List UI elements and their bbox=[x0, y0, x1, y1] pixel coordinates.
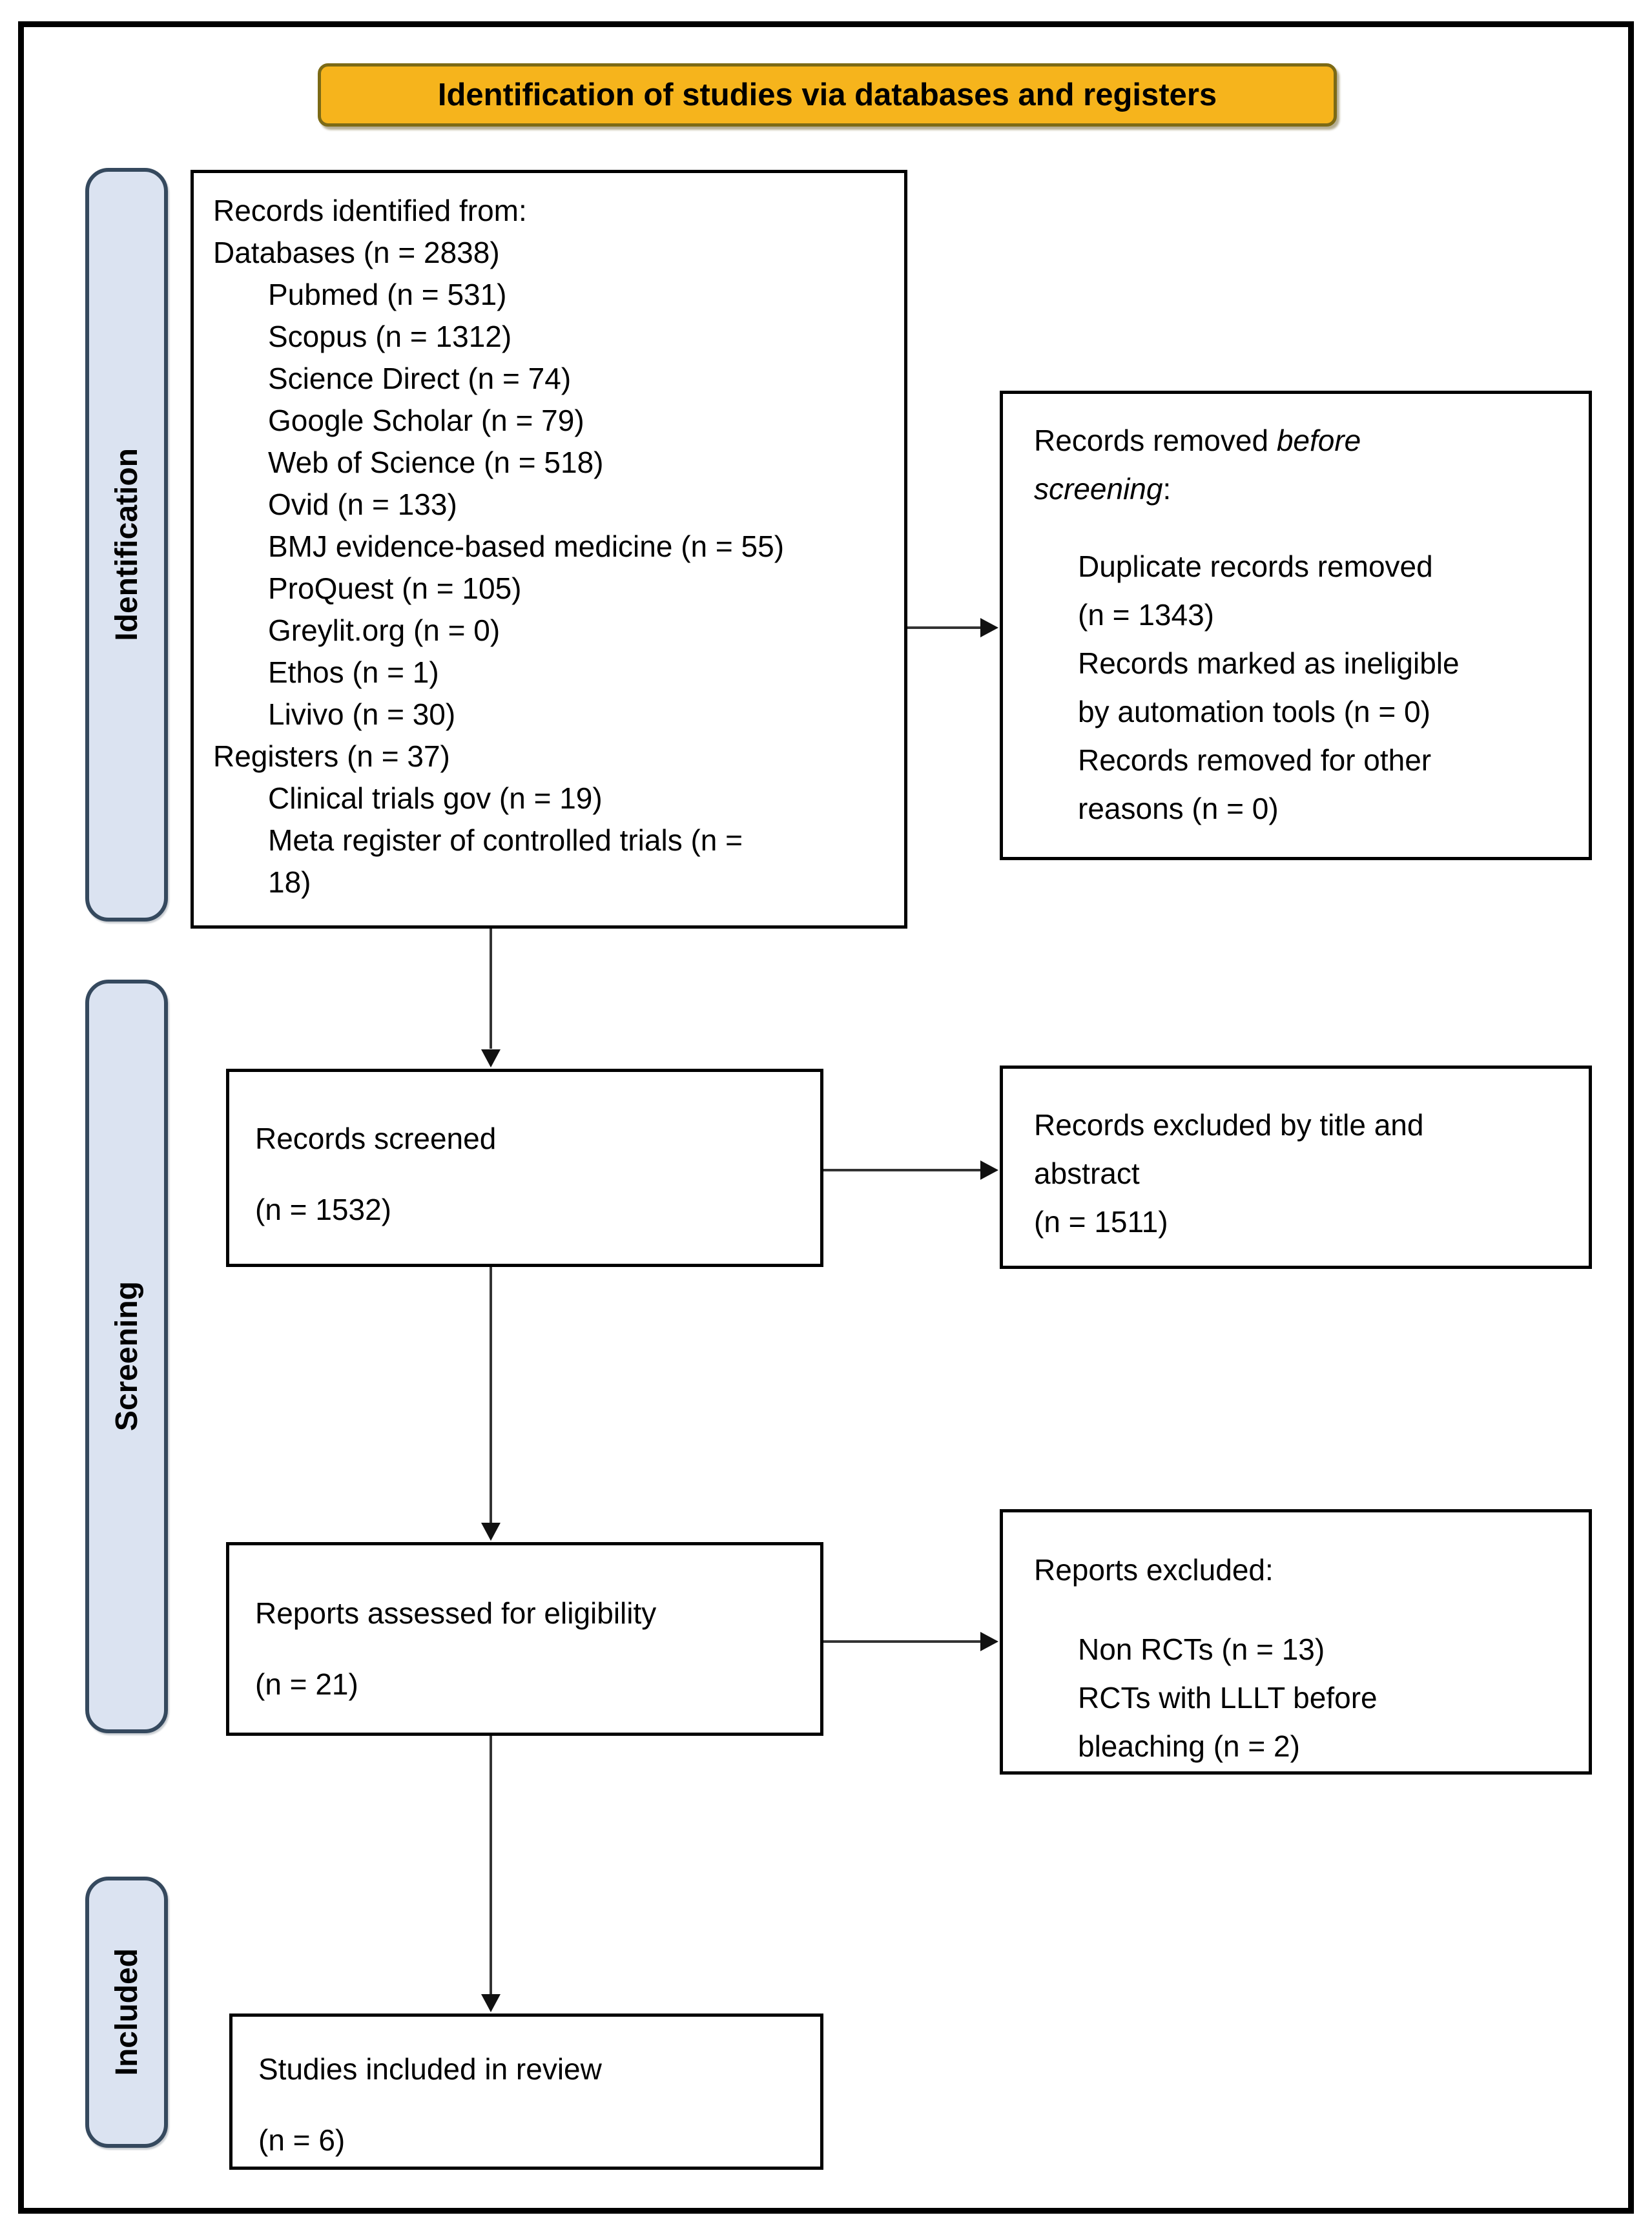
arrow-screened-to-assessed-line bbox=[490, 1267, 492, 1523]
heading-normal-text: Records removed bbox=[1034, 424, 1277, 457]
identified-line: Databases (n = 2838) bbox=[213, 236, 500, 269]
arrow-identified-to-removed-line bbox=[907, 626, 982, 629]
removed-before-item: Records marked as ineligible by automati… bbox=[1078, 646, 1460, 728]
identified-line: Scopus (n = 1312) bbox=[268, 320, 512, 353]
identified-line: Pubmed (n = 531) bbox=[268, 278, 507, 311]
studies-included-count: (n = 6) bbox=[258, 2123, 346, 2157]
arrow-identified-to-screened-line bbox=[490, 929, 492, 1049]
flow-box-studies-included: Studies included in review (n = 6) bbox=[229, 2014, 823, 2170]
identified-line: Records identified from: bbox=[213, 194, 527, 227]
stage-label-identification-text: Identification bbox=[109, 448, 144, 641]
records-excluded-label: Records excluded by title and abstract bbox=[1034, 1108, 1424, 1190]
identified-line: Meta register of controlled trials (n = … bbox=[268, 823, 743, 899]
reports-excluded-heading: Reports excluded: bbox=[1034, 1553, 1274, 1587]
identified-line: ProQuest (n = 105) bbox=[268, 572, 522, 605]
removed-before-item: Records removed for other reasons (n = 0… bbox=[1078, 743, 1432, 825]
reports-assessed-count: (n = 21) bbox=[255, 1667, 358, 1701]
flow-box-reports-excluded: Reports excluded: Non RCTs (n = 13) RCTs… bbox=[1000, 1509, 1592, 1775]
arrow-assessed-to-included-line bbox=[490, 1736, 492, 1995]
identified-line: Web of Science (n = 518) bbox=[268, 446, 604, 479]
flow-box-records-identified: Records identified from: Databases (n = … bbox=[191, 170, 907, 929]
arrow-screened-to-excluded-line bbox=[823, 1169, 980, 1171]
identified-line: Clinical trials gov (n = 19) bbox=[268, 781, 603, 815]
removed-before-item: Duplicate records removed (n = 1343) bbox=[1078, 550, 1433, 632]
arrow-identified-to-removed-head bbox=[980, 618, 998, 637]
removed-before-heading-line2: screening: bbox=[1034, 465, 1569, 513]
stage-label-screening: Screening bbox=[85, 980, 168, 1733]
identified-line: Ovid (n = 133) bbox=[268, 488, 457, 521]
removed-before-items: Duplicate records removed (n = 1343) Rec… bbox=[1034, 542, 1569, 833]
stage-label-included-text: Included bbox=[109, 1948, 144, 2076]
identified-line: BMJ evidence-based medicine (n = 55) bbox=[268, 530, 785, 563]
flow-box-reports-assessed: Reports assessed for eligibility (n = 21… bbox=[226, 1542, 823, 1736]
heading-normal-text: : bbox=[1162, 472, 1172, 506]
reports-assessed-label: Reports assessed for eligibility bbox=[255, 1596, 657, 1630]
flow-box-records-removed-before-screening: Records removed before screening: Duplic… bbox=[1000, 391, 1592, 860]
identified-line: Greylit.org (n = 0) bbox=[268, 613, 501, 647]
stage-label-screening-text: Screening bbox=[109, 1281, 144, 1432]
flow-box-records-screened: Records screened (n = 1532) bbox=[226, 1069, 823, 1267]
arrow-assessed-to-reports-excluded-line bbox=[823, 1640, 980, 1643]
title-banner: Identification of studies via databases … bbox=[318, 63, 1337, 127]
reports-excluded-items: Non RCTs (n = 13) RCTs with LLLT before … bbox=[1034, 1625, 1569, 1771]
arrow-identified-to-screened-head bbox=[481, 1049, 501, 1067]
stage-label-included: Included bbox=[85, 1877, 168, 2148]
arrow-screened-to-assessed-head bbox=[481, 1523, 501, 1541]
studies-included-label: Studies included in review bbox=[258, 2052, 602, 2086]
stage-label-identification: Identification bbox=[85, 168, 168, 922]
identified-line: Registers (n = 37) bbox=[213, 739, 450, 773]
arrow-assessed-to-reports-excluded-head bbox=[980, 1632, 998, 1651]
heading-italic-text: screening bbox=[1034, 472, 1163, 506]
arrow-assessed-to-included-head bbox=[481, 1994, 501, 2012]
identified-line: Livivo (n = 30) bbox=[268, 697, 456, 731]
identified-line: Science Direct (n = 74) bbox=[268, 362, 572, 395]
removed-before-heading-line1: Records removed before bbox=[1034, 417, 1569, 465]
identified-line: Ethos (n = 1) bbox=[268, 655, 439, 689]
removed-before-heading: Records removed before screening: bbox=[1034, 417, 1569, 513]
arrow-screened-to-excluded-head bbox=[980, 1160, 998, 1180]
reports-excluded-item: Non RCTs (n = 13) bbox=[1078, 1632, 1325, 1666]
flow-box-records-excluded-title-abstract: Records excluded by title and abstract (… bbox=[1000, 1066, 1592, 1269]
title-banner-label: Identification of studies via databases … bbox=[437, 77, 1217, 112]
records-screened-count: (n = 1532) bbox=[255, 1193, 391, 1226]
records-excluded-count: (n = 1511) bbox=[1034, 1205, 1168, 1239]
heading-italic-text: before bbox=[1276, 424, 1361, 457]
records-screened-label: Records screened bbox=[255, 1122, 497, 1155]
reports-excluded-item: RCTs with LLLT before bleaching (n = 2) bbox=[1078, 1681, 1378, 1763]
identified-line: Google Scholar (n = 79) bbox=[268, 404, 584, 437]
